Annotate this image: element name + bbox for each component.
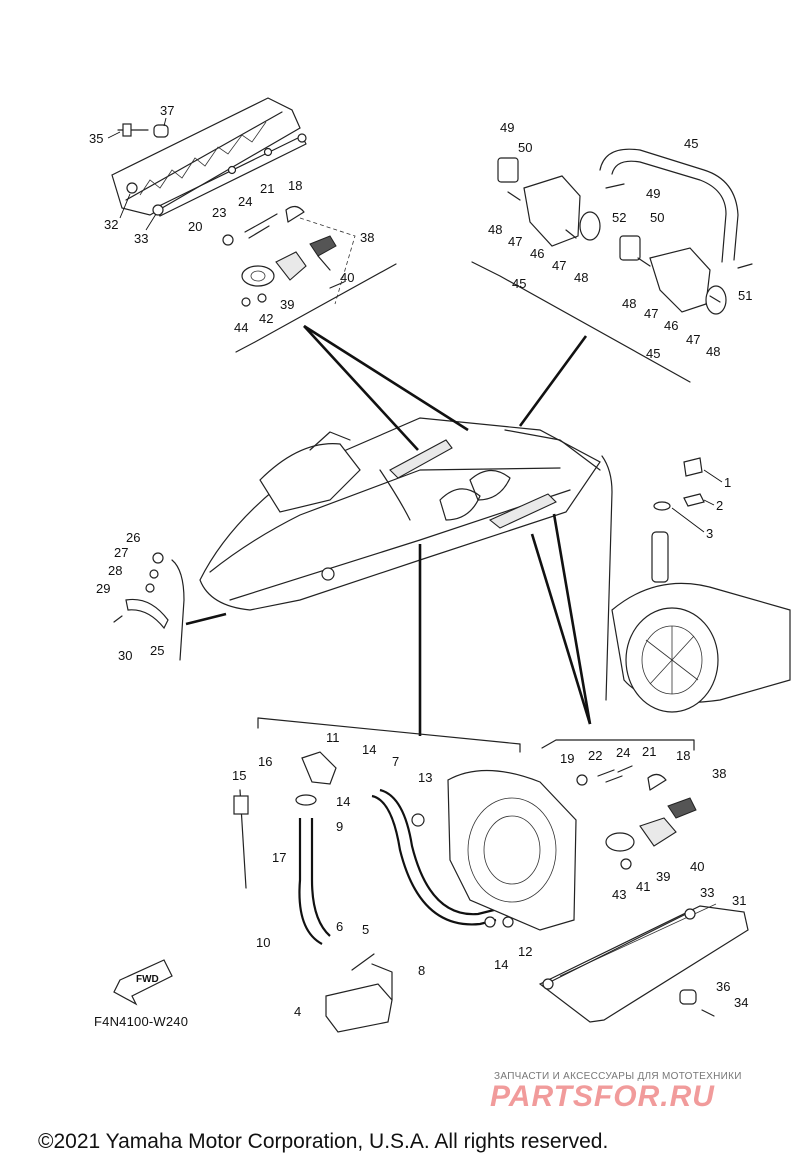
callout: 18 — [676, 748, 690, 763]
callout: 38 — [360, 230, 374, 245]
callout: 39 — [280, 297, 294, 312]
callout: 45 — [684, 136, 698, 151]
callout: 47 — [644, 306, 658, 321]
callout: 48 — [706, 344, 720, 359]
callout: 49 — [500, 120, 514, 135]
callout: 35 — [89, 131, 103, 146]
copyright-text: ©2021 Yamaha Motor Corporation, U.S.A. A… — [38, 1130, 609, 1153]
callout: 16 — [258, 754, 272, 769]
callout: 20 — [188, 219, 202, 234]
callout: 21 — [260, 181, 274, 196]
callout: 22 — [588, 748, 602, 763]
callout: 12 — [518, 944, 532, 959]
callout: 29 — [96, 581, 110, 596]
callout: 14 — [362, 742, 376, 757]
bow-eye-assembly: 26 27 28 29 30 25 — [96, 530, 185, 663]
callout: 48 — [574, 270, 588, 285]
callout: 24 — [238, 194, 252, 209]
callout: 24 — [616, 745, 630, 760]
callout: 28 — [108, 563, 122, 578]
callout: 45 — [646, 346, 660, 361]
callout: 23 — [212, 205, 226, 220]
callout: 18 — [288, 178, 302, 193]
jet-pump-assembly: 1 2 3 — [611, 457, 791, 713]
pointer-arrows — [185, 324, 592, 736]
callout: 45 — [512, 276, 526, 291]
callout: 1 — [724, 475, 731, 490]
callout: 32 — [104, 217, 118, 232]
callout: 48 — [622, 296, 636, 311]
callout: 42 — [259, 311, 273, 326]
callout: 7 — [392, 754, 399, 769]
callout: 33 — [134, 231, 148, 246]
callout: 5 — [362, 922, 369, 937]
callout: 19 — [560, 751, 574, 766]
watercraft-hull — [199, 417, 613, 701]
callout: 38 — [712, 766, 726, 781]
callout: 39 — [656, 869, 670, 884]
watermark-tagline: ЗАПЧАСТИ И АКСЕССУАРЫ ДЛЯ МОТОТЕХНИКИ — [494, 1071, 742, 1082]
callout: 37 — [160, 103, 174, 118]
callout: 14 — [336, 794, 350, 809]
watermark-logo: PARTSFOR.RU — [490, 1080, 715, 1113]
callout: 46 — [664, 318, 678, 333]
callout: 51 — [738, 288, 752, 303]
callout: 21 — [642, 744, 656, 759]
callout: 13 — [418, 770, 432, 785]
callout: 17 — [272, 850, 286, 865]
callout: 41 — [636, 879, 650, 894]
callout: 3 — [706, 526, 713, 541]
top-right-assembly: 49 50 45 52 48 47 46 47 48 45 49 50 51 4… — [471, 120, 753, 383]
callout: 25 — [150, 643, 164, 658]
fwd-arrow-icon — [113, 959, 173, 1006]
callout: 40 — [690, 859, 704, 874]
callout: 11 — [326, 730, 340, 745]
callout: 9 — [336, 819, 343, 834]
callout: 26 — [126, 530, 140, 545]
callout: 47 — [686, 332, 700, 347]
callout: 31 — [732, 893, 746, 908]
bottom-left-assembly: FWD 11 14 7 16 15 14 9 13 17 6 5 10 4 8 … — [113, 717, 577, 1033]
bottom-right-assembly: 19 22 24 21 18 38 40 39 41 43 33 31 36 3… — [538, 739, 749, 1023]
callout: 33 — [700, 885, 714, 900]
diagram-code: F4N4100-W240 — [94, 1014, 189, 1029]
callout: 6 — [336, 919, 343, 934]
callout: 15 — [232, 768, 246, 783]
callout: 30 — [118, 648, 132, 663]
callout: 47 — [508, 234, 522, 249]
callout: 34 — [734, 995, 748, 1010]
callout: 10 — [256, 935, 270, 950]
top-left-assembly: 37 35 32 33 21 18 24 23 20 38 40 39 42 4… — [89, 97, 397, 353]
callout: 36 — [716, 979, 730, 994]
callout: 8 — [418, 963, 425, 978]
callout: 2 — [716, 498, 723, 513]
callout: 52 — [612, 210, 626, 225]
callout: 50 — [650, 210, 664, 225]
callout: 14 — [494, 957, 508, 972]
callout: 48 — [488, 222, 502, 237]
callout: 47 — [552, 258, 566, 273]
callout: 46 — [530, 246, 544, 261]
callout: 44 — [234, 320, 248, 335]
callout: 40 — [340, 270, 354, 285]
fwd-label: FWD — [136, 974, 159, 985]
callout: 4 — [294, 1004, 301, 1019]
callout: 27 — [114, 545, 128, 560]
callout: 49 — [646, 186, 660, 201]
callout: 43 — [612, 887, 626, 902]
callout: 50 — [518, 140, 532, 155]
